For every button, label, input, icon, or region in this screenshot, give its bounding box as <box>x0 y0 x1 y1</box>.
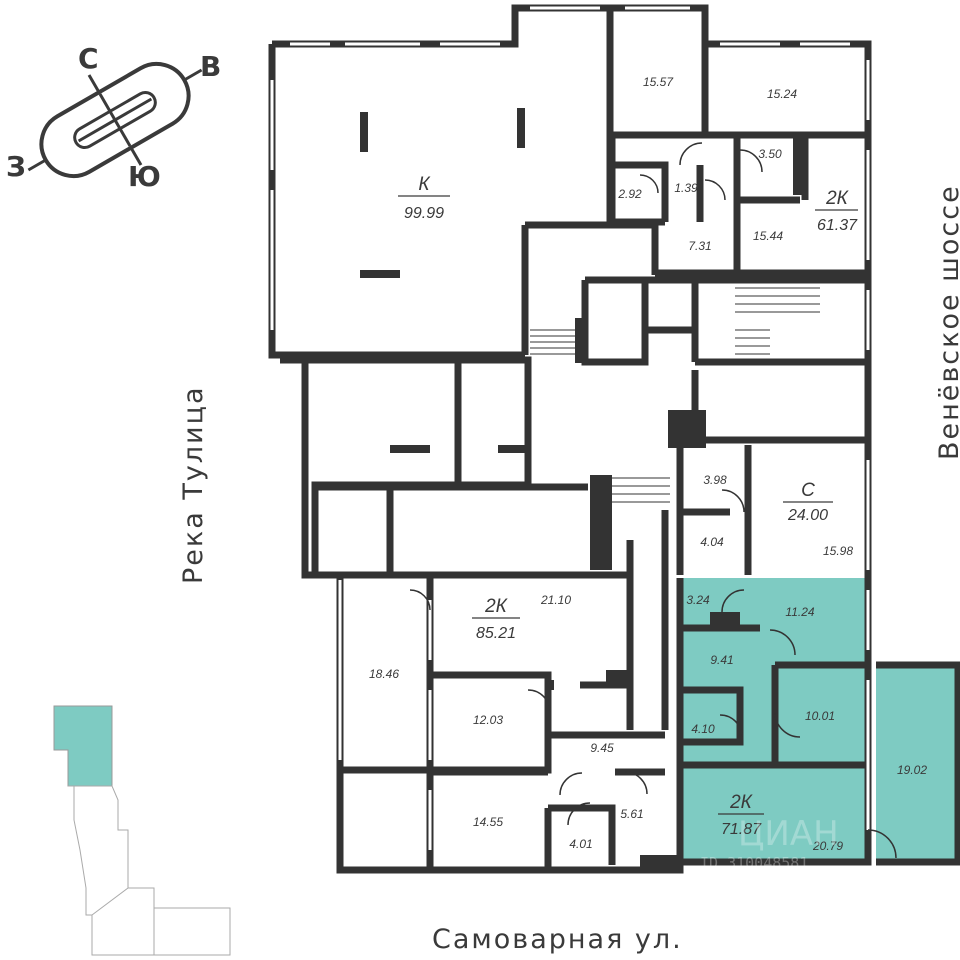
apt-2k-top-total: 61.37 <box>817 217 858 234</box>
room-area: 3.50 <box>758 147 782 161</box>
doors <box>409 142 897 859</box>
room-area: 10.01 <box>805 709 835 723</box>
room-area: 18.46 <box>369 667 399 681</box>
room-area: 4.04 <box>700 535 724 549</box>
room-area: 9.41 <box>710 653 733 667</box>
room-area: 15.57 <box>643 75 674 89</box>
room-area: 20.79 <box>812 839 843 853</box>
room-area: 15.98 <box>823 544 853 558</box>
room-area: 15.44 <box>753 229 783 243</box>
apt-2k-mid-code: 2К <box>484 596 509 617</box>
street-bottom: Самоварная ул. <box>432 924 683 955</box>
room-area: 2.92 <box>617 187 642 201</box>
stairs <box>530 287 820 503</box>
apt-2k-mid-total: 85.21 <box>476 625 516 642</box>
apt-2k-hl-code: 2К <box>729 792 754 813</box>
room-area: 7.31 <box>688 239 711 253</box>
watermark-id: ID 310048581 <box>700 854 808 872</box>
room-area: 12.03 <box>473 713 503 727</box>
compass-east: В <box>200 50 222 83</box>
room-area: 9.45 <box>590 741 614 755</box>
wall-blocks <box>360 108 805 867</box>
compass-west: З <box>6 150 26 183</box>
walls <box>268 4 960 874</box>
apt-k-total: 99.99 <box>404 205 444 222</box>
room-area: 5.61 <box>620 807 643 821</box>
street-left: Река Тулица <box>178 385 209 584</box>
room-area: 3.98 <box>703 473 727 487</box>
code-lines <box>398 195 858 815</box>
compass-north: С <box>78 42 99 75</box>
apt-k-code: К <box>418 174 431 195</box>
room-area: 1.39 <box>674 181 698 195</box>
room-area: 21.10 <box>540 593 571 607</box>
room-area: 14.55 <box>473 815 503 829</box>
watermark-brand: ЦИАН <box>738 814 839 854</box>
room-area: 3.24 <box>686 593 710 607</box>
compass-south: Ю <box>128 160 161 193</box>
apt-2k-top-code: 2К <box>825 188 850 209</box>
windows <box>270 6 870 850</box>
apt-studio-total: 24.00 <box>787 507 828 524</box>
apt-studio-code: С <box>801 480 815 501</box>
room-area: 4.10 <box>691 722 715 736</box>
compass <box>27 62 203 178</box>
room-area: 4.01 <box>569 837 592 851</box>
street-right: Венёвское шоссе <box>934 184 960 460</box>
key-plan <box>53 705 231 956</box>
room-area: 15.24 <box>767 87 797 101</box>
apt-2k-hl-total: 71.87 <box>721 821 762 838</box>
room-area: 11.24 <box>785 605 814 619</box>
room-area: 19.02 <box>897 763 927 777</box>
